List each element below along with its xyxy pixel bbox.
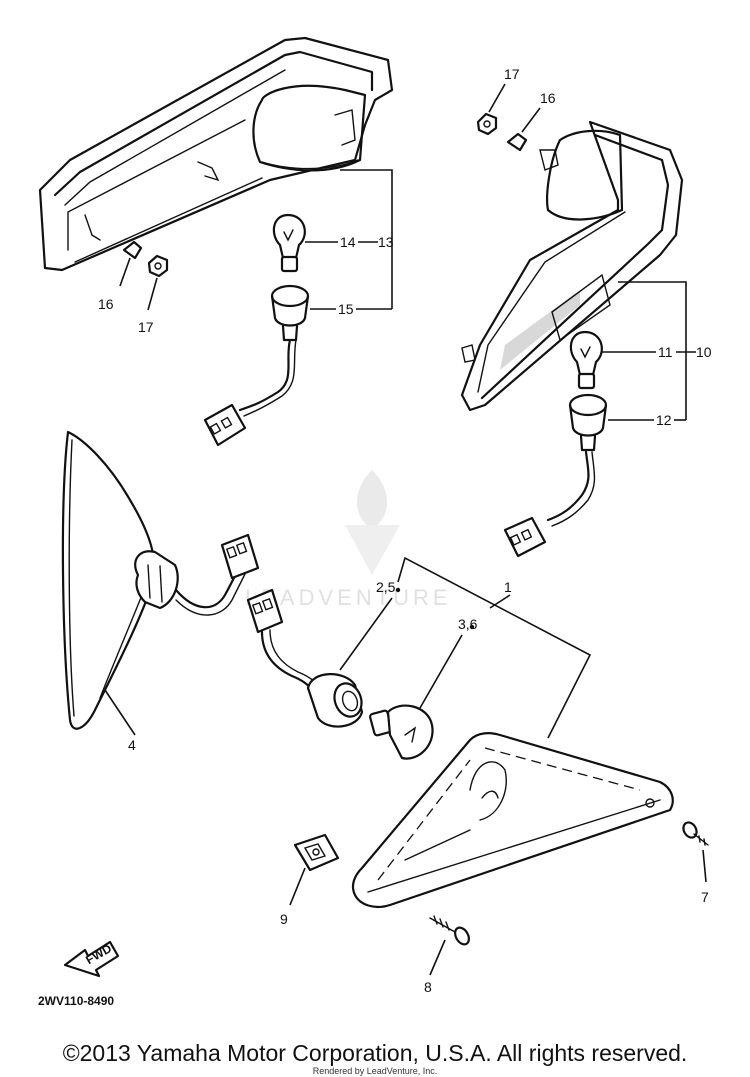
callout-7: 7 (701, 889, 709, 905)
callout-15: 15 (338, 301, 354, 317)
copyright-notice: ©2013 Yamaha Motor Corporation, U.S.A. A… (62, 1040, 688, 1066)
callout-1: 1 (504, 579, 512, 595)
nut-17-left (147, 254, 169, 278)
washer-16-left (122, 240, 143, 260)
callout-17-left: 17 (138, 319, 154, 335)
bulb-3-6 (369, 704, 434, 760)
callout-4: 4 (128, 737, 136, 753)
front-flasher-housing (61, 430, 246, 730)
screw-8 (429, 915, 470, 946)
bulb-11 (569, 330, 603, 390)
callout-10: 10 (696, 344, 712, 360)
socket-15 (270, 284, 310, 342)
callout-3-6: 3,6 (458, 616, 478, 632)
callout-16-left: 16 (98, 296, 114, 312)
callout-14: 14 (340, 234, 356, 250)
callout-17-right: 17 (504, 66, 520, 82)
front-flasher-lens (351, 732, 674, 909)
washer-16-right (506, 132, 528, 152)
callout-16-right: 16 (540, 90, 556, 106)
callout-12: 12 (656, 412, 672, 428)
watermark-text: LEADVENTURE (245, 585, 452, 610)
bulb-14 (272, 213, 306, 273)
callout-11: 11 (658, 344, 673, 360)
fwd-arrow-icon: FWD (63, 940, 120, 978)
nut-17-right (476, 112, 498, 136)
callout-9: 9 (280, 911, 288, 927)
connector-front-upper (220, 533, 260, 580)
watermark-flame-icon (357, 470, 387, 530)
connector-front-lower (246, 588, 284, 634)
socket-2-5 (306, 673, 364, 728)
connector-left-rear (203, 403, 247, 447)
callout-8: 8 (424, 979, 432, 995)
callout-13: 13 (378, 234, 394, 250)
screw-7 (682, 821, 709, 846)
watermark-v-icon (345, 525, 400, 575)
rear-flasher-left (38, 36, 394, 272)
rear-flasher-right (460, 120, 684, 412)
clip-9 (293, 833, 340, 872)
connector-right-rear (503, 516, 547, 558)
watermark: LEADVENTURE (245, 470, 452, 610)
callout-2-5: 2,5 (376, 579, 396, 595)
rendered-by-notice: Rendered by LeadVenture, Inc. (312, 1066, 438, 1076)
socket-12 (568, 393, 608, 452)
drawing-code: 2WV110-8490 (38, 994, 114, 1008)
